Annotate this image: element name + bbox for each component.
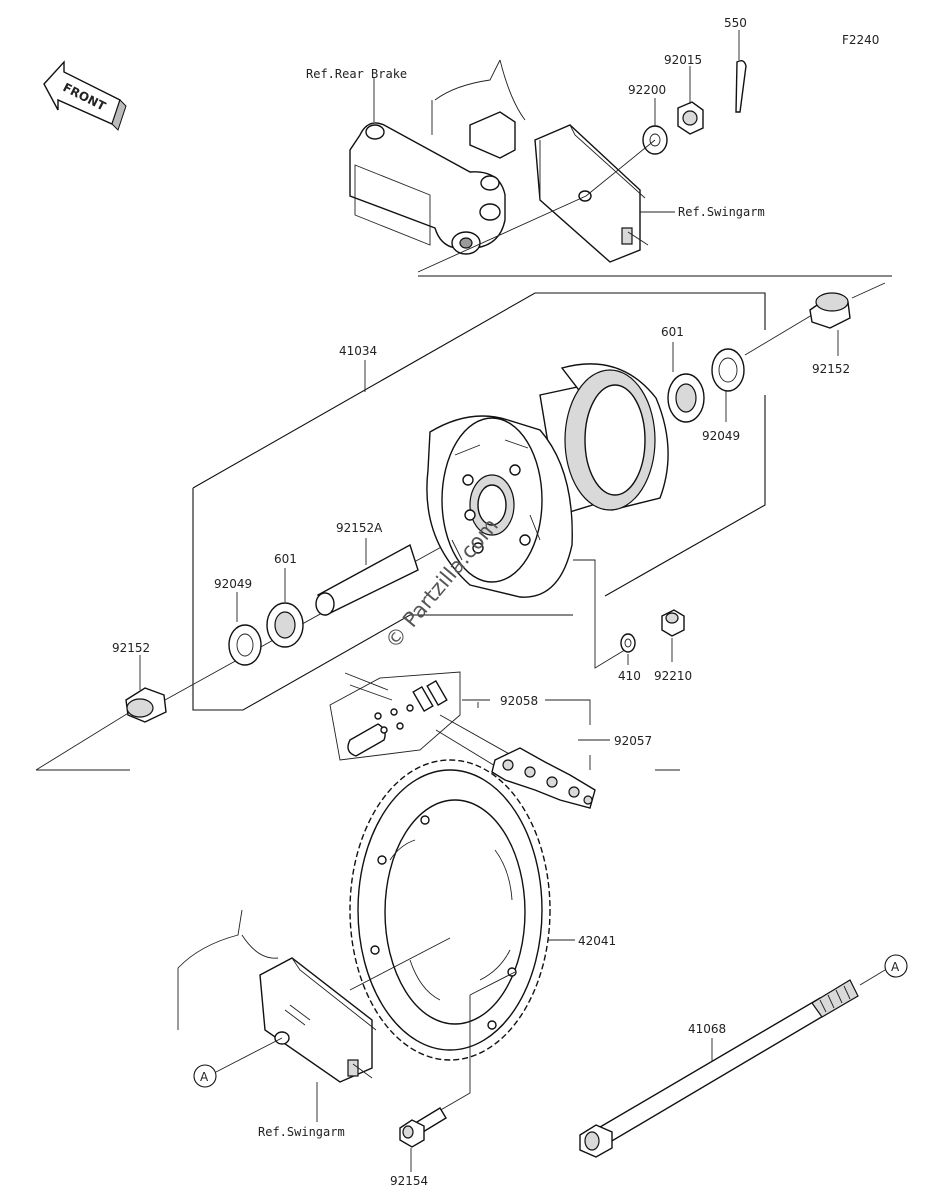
part-550-cotter-pin: [735, 59, 747, 113]
label-92015: 92015: [664, 53, 702, 67]
svg-text:A: A: [891, 960, 900, 974]
label-601-left: 601: [274, 552, 297, 566]
label-92152-right: 92152: [812, 362, 850, 376]
part-92154-bolt: [399, 1107, 447, 1148]
part-92210-nut: [661, 609, 685, 637]
ref-swingarm-bottom: Ref.Swingarm: [258, 1125, 345, 1139]
part-92152-left-collar: [125, 687, 167, 723]
label-92049-left: 92049: [214, 577, 252, 591]
label-601-right: 601: [661, 325, 684, 339]
part-601-left-bearing: [266, 602, 304, 648]
part-92049-right-seal: [711, 348, 745, 392]
part-92015-nut: [677, 101, 704, 135]
svg-text:A: A: [200, 1070, 209, 1084]
label-92154: 92154: [390, 1174, 428, 1188]
label-92210: 92210: [654, 669, 692, 683]
part-92049-left-seal: [228, 624, 262, 666]
label-41034: 41034: [339, 344, 377, 358]
part-601-right-bearing: [667, 373, 705, 423]
label-92049-right: 92049: [702, 429, 740, 443]
part-92152-right-collar: [809, 292, 851, 329]
part-410-washer: [620, 633, 636, 653]
part-92057-chain: [435, 714, 596, 809]
marker-a-left: A: [193, 1064, 217, 1088]
rear-hub: [426, 363, 669, 598]
part-41068-axle: [579, 979, 859, 1158]
label-92152-left: 92152: [112, 641, 150, 655]
label-42041: 42041: [578, 934, 616, 948]
part-92152A-spacer: [315, 543, 419, 616]
label-92058: 92058: [500, 694, 538, 708]
rear-brake-bracket: [349, 122, 506, 255]
label-92152A: 92152A: [336, 521, 383, 535]
label-550: 550: [724, 16, 747, 30]
label-92200: 92200: [628, 83, 666, 97]
label-92057: 92057: [614, 734, 652, 748]
ref-swingarm-top: Ref.Swingarm: [678, 205, 765, 219]
swingarm-bottom: [177, 909, 377, 1083]
swingarm-top: [431, 59, 649, 263]
part-92058-master-link: [329, 671, 461, 761]
label-41068: 41068: [688, 1022, 726, 1036]
ref-rear-brake: Ref.Rear Brake: [306, 67, 407, 81]
figure-code: F2240: [842, 33, 879, 47]
front-arrow-icon: FRONT: [43, 60, 127, 131]
part-42041-sprocket: [349, 759, 551, 1061]
marker-a-right: A: [884, 954, 908, 978]
label-410: 410: [618, 669, 641, 683]
